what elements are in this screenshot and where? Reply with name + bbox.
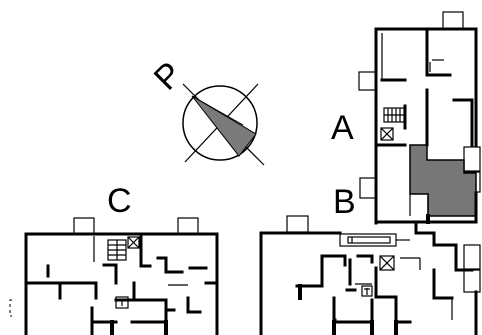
compass-sector <box>191 95 257 157</box>
highlighted-unit <box>409 144 477 217</box>
building-c-label: C <box>107 182 132 220</box>
building-b-label: B <box>333 183 356 221</box>
elevator-icon <box>127 236 140 249</box>
stairs-icon <box>383 107 405 123</box>
elevator-icon <box>115 296 129 309</box>
stairs-icon <box>107 239 127 261</box>
building-b-plan <box>259 215 481 335</box>
elevator-icon <box>361 285 373 297</box>
elevator-icon <box>380 127 394 141</box>
compass-icon <box>182 83 265 166</box>
building-c-plan <box>9 217 219 335</box>
building-a-plan <box>358 11 481 225</box>
north-label: P <box>147 55 190 98</box>
building-a-label: A <box>331 109 354 147</box>
